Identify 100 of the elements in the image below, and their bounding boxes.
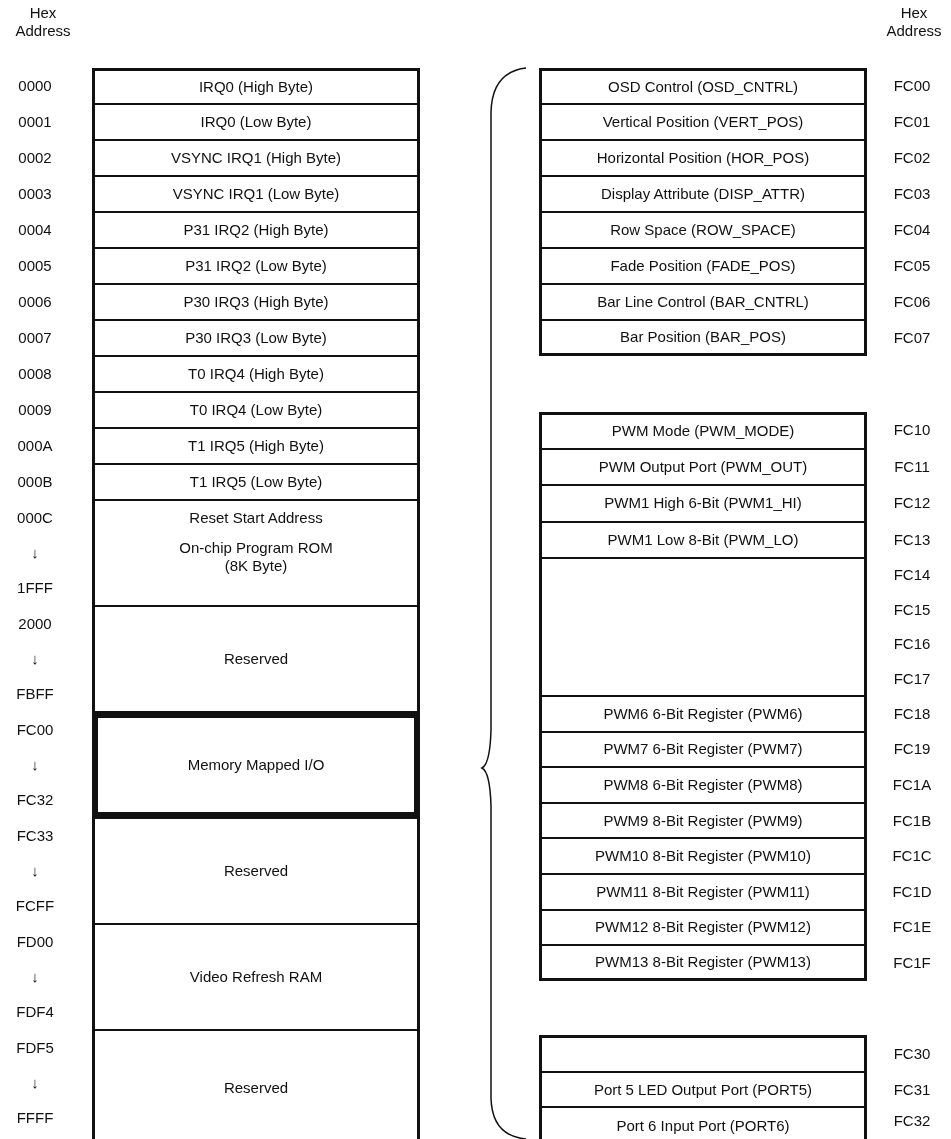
hex-address: FC05: [892, 257, 932, 275]
range-arrow: ↓: [30, 650, 40, 668]
cell-text: IRQ0 (Low Byte): [200, 113, 312, 131]
hex-address: FDF5: [15, 1038, 55, 1057]
cell-text: P30 IRQ3 (Low Byte): [185, 329, 327, 347]
memory-cell: [92, 284, 420, 320]
range-arrow: ↓: [30, 968, 40, 986]
hex-address: FC10: [892, 421, 932, 440]
cell-text: OSD Control (OSD_CNTRL): [607, 78, 798, 96]
cell-text: Reset Start Address: [189, 509, 323, 527]
memory-cell: [92, 818, 420, 924]
cell-text: Fade Position (FADE_POS): [610, 257, 796, 275]
cell-text: Memory Mapped I/O: [187, 756, 325, 774]
hex-address: FC00: [15, 720, 55, 739]
cell-text: Row Space (ROW_SPACE): [610, 221, 796, 239]
cell-text: Horizontal Position (HOR_POS): [596, 149, 810, 167]
hex-address: 1FFF: [16, 579, 54, 598]
memory-cell: [539, 945, 867, 981]
memory-cell: [92, 500, 420, 606]
cell-text: PWM11 8-Bit Register (PWM11): [596, 882, 810, 901]
memory-cell: [92, 176, 420, 212]
cell-text: PWM7 6-Bit Register (PWM7): [603, 740, 803, 759]
hex-address: FC32: [15, 791, 55, 810]
cell-text: PWM12 8-Bit Register (PWM12): [595, 918, 811, 937]
hex-address: FC06: [892, 293, 932, 311]
memory-cell: [92, 68, 420, 104]
hex-address: FC33: [15, 826, 55, 845]
cell-text: Display Attribute (DISP_ATTR): [601, 185, 805, 203]
memory-cell: [539, 838, 867, 874]
range-arrow: ↓: [30, 544, 40, 562]
memory-cell: [539, 248, 867, 284]
hex-address: FC18: [892, 704, 932, 723]
hex-address: FC15: [892, 600, 932, 619]
memory-cell: [539, 909, 867, 946]
column-heading: Hex Address: [14, 4, 72, 40]
cell-text: T1 IRQ5 (High Byte): [188, 437, 324, 455]
hex-address: FC31: [892, 1080, 932, 1099]
hex-address: 0005: [17, 257, 53, 275]
hex-address: FC12: [892, 494, 932, 513]
hex-address: FC01: [892, 113, 932, 131]
cell-text: PWM6 6-Bit Register (PWM6): [603, 704, 803, 723]
memory-cell: [92, 392, 420, 428]
cell-text: PWM1 Low 8-Bit (PWM_LO): [607, 530, 799, 549]
cell-text: P31 IRQ2 (Low Byte): [185, 257, 327, 275]
hex-address: FC11: [893, 457, 931, 476]
cell-text: On-chip Program ROM (8K Byte): [178, 539, 334, 575]
hex-address: 000A: [16, 437, 54, 455]
hex-address: FC1B: [891, 811, 933, 830]
cell-text: T1 IRQ5 (Low Byte): [189, 473, 323, 491]
hex-address: FC07: [892, 329, 932, 347]
hex-address: FFFF: [15, 1108, 55, 1127]
memory-cell: [92, 356, 420, 392]
memory-cell: [92, 924, 420, 1030]
memory-cell: [539, 767, 867, 803]
memory-cell: [539, 320, 867, 356]
memory-cell: [539, 412, 867, 449]
hex-address: FC14: [892, 566, 932, 585]
hex-address: 000C: [16, 508, 54, 527]
memory-cell: [539, 1107, 867, 1139]
hex-address: FCFF: [14, 897, 56, 916]
cell-text: Vertical Position (VERT_POS): [602, 113, 804, 131]
hex-address: 0000: [17, 77, 53, 95]
memory-cell: [92, 428, 420, 464]
cell-text: Reserved: [223, 862, 289, 880]
hex-address: FDF4: [15, 1003, 55, 1022]
hex-address: 0009: [17, 401, 53, 419]
cell-text: Reserved: [223, 650, 289, 668]
hex-address: FC32: [892, 1112, 932, 1130]
memory-cell: [539, 140, 867, 176]
memory-cell: [539, 696, 867, 732]
memory-cell: [92, 104, 420, 140]
cell-text: PWM8 6-Bit Register (PWM8): [603, 776, 803, 794]
cell-text: T0 IRQ4 (High Byte): [188, 365, 324, 383]
hex-address: FC30: [892, 1044, 932, 1063]
memory-cell: [539, 68, 867, 104]
cell-text: P31 IRQ2 (High Byte): [183, 221, 329, 239]
memory-cell: [539, 104, 867, 140]
cell-text: PWM10 8-Bit Register (PWM10): [595, 847, 811, 866]
memory-cell: [92, 248, 420, 284]
memory-cell: [539, 1072, 867, 1107]
hex-address: FC04: [892, 221, 932, 239]
hex-address: FC16: [892, 635, 932, 654]
memory-cell: [539, 521, 867, 558]
cell-text: T0 IRQ4 (Low Byte): [189, 401, 323, 419]
cell-text: PWM1 High 6-Bit (PWM1_HI): [604, 494, 802, 513]
empty-memory-cell: [539, 558, 867, 696]
hex-address: FC1E: [891, 918, 933, 937]
memory-cell: [92, 140, 420, 176]
cell-text: P30 IRQ3 (High Byte): [183, 293, 329, 311]
memory-cell: [92, 712, 420, 818]
hex-address: FC19: [892, 740, 932, 759]
memory-cell: [539, 802, 867, 839]
cell-text: Bar Position (BAR_POS): [620, 328, 786, 346]
cell-text: Bar Line Control (BAR_CNTRL): [597, 293, 809, 311]
cell-text: Port 5 LED Output Port (PORT5): [593, 1080, 813, 1099]
hex-address: FC1A: [891, 776, 933, 794]
range-arrow: ↓: [30, 756, 40, 774]
cell-text: Port 6 Input Port (PORT6): [616, 1117, 790, 1135]
memory-cell: [539, 448, 867, 485]
hex-address: FC03: [892, 185, 932, 203]
